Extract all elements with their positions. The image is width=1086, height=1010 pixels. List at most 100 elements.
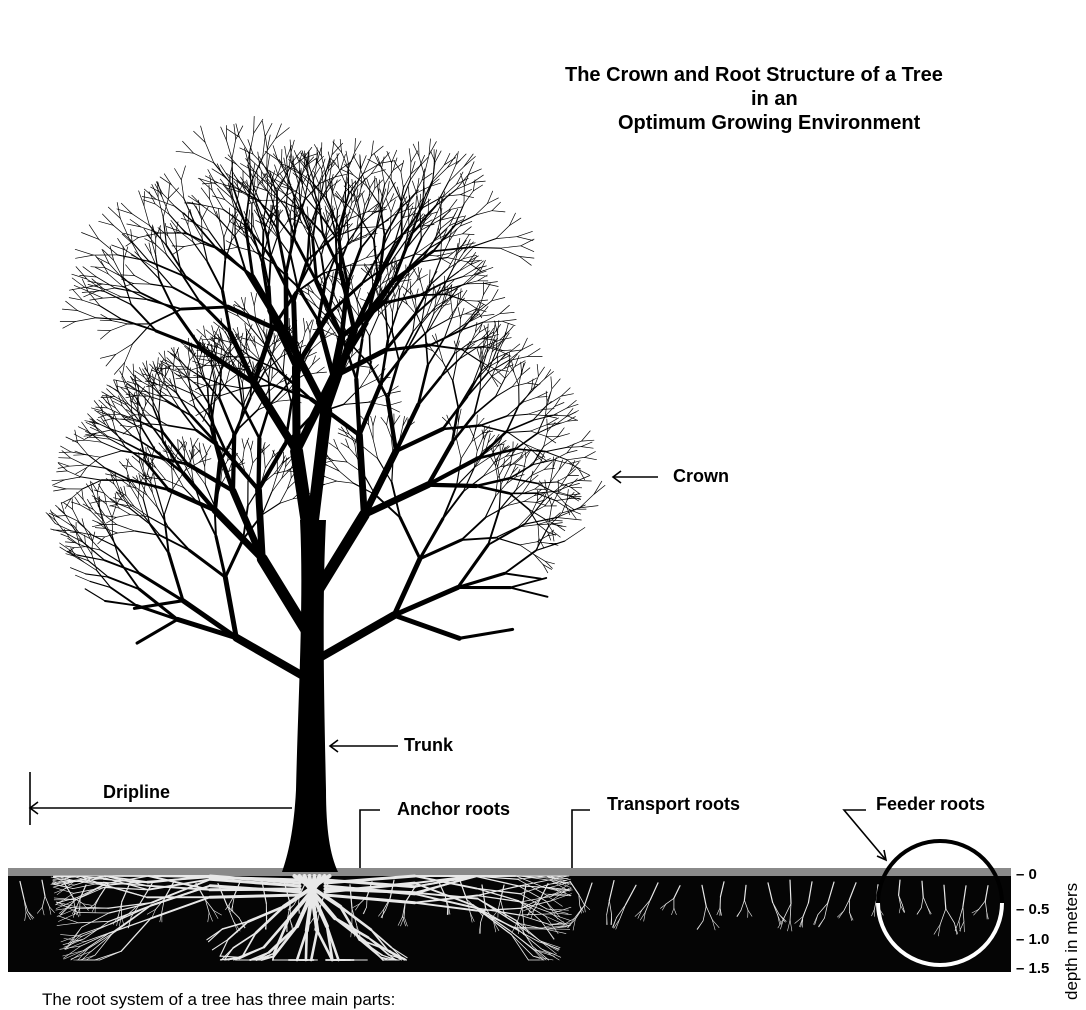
branch [453,381,459,408]
root [367,896,368,907]
branch [224,238,225,261]
branch [250,133,254,154]
branch [463,234,475,235]
branch [134,601,183,609]
branch [92,525,102,527]
branch [223,261,226,291]
branch [505,551,536,574]
branch [206,446,211,454]
branch [176,234,177,251]
branch [512,465,516,473]
branch [314,168,320,178]
branch [515,356,519,367]
branch [66,546,75,548]
branch [141,227,159,233]
branch [220,399,235,435]
branch [200,361,211,369]
branch [221,127,227,140]
branch [212,190,223,209]
branch [500,312,514,313]
branch [582,440,595,441]
branch [62,451,71,459]
branch [419,294,446,295]
branch [500,248,519,256]
branch [100,501,114,502]
branch [152,493,157,508]
branch [317,372,327,373]
branch [508,433,525,445]
branch [524,502,536,503]
branch [580,494,594,508]
branch [458,384,473,408]
branch [272,368,273,379]
branch [456,438,461,459]
branch [480,416,506,425]
branch [110,386,119,392]
branch [114,380,126,383]
branch [508,431,530,432]
branch [85,589,105,601]
branch [428,199,429,213]
branch [469,426,474,436]
branch [83,267,97,277]
branch [80,275,97,277]
branch [553,408,567,415]
branch [156,468,166,480]
branch [126,265,135,276]
branch [307,321,311,333]
branch [201,188,209,199]
branch [517,237,533,241]
branch [500,246,521,248]
branch [274,333,275,343]
branch [90,501,100,503]
branch [178,619,237,637]
branch [394,161,401,171]
branch [502,320,516,322]
branch [96,536,105,537]
branch [516,433,538,449]
branch [234,124,236,139]
branch [164,174,171,185]
branch [487,198,498,204]
branch [347,219,349,241]
branch [301,332,306,350]
branch [359,384,381,435]
branch [118,391,129,405]
branch [410,162,411,180]
branch [72,278,85,287]
branch [54,489,67,491]
branch [221,460,222,471]
branch [370,336,371,365]
branch [505,573,541,578]
branch [578,481,591,482]
branch [74,547,85,548]
branch [544,462,552,470]
branch [350,202,356,219]
branch [510,588,547,597]
branch [91,267,105,268]
branch [259,439,260,490]
branch [151,473,153,481]
branch [356,379,359,435]
branch [168,188,178,199]
branch [381,417,387,424]
branch [371,416,373,425]
branch [205,142,214,163]
branch [547,419,548,431]
branch [356,340,362,380]
depth-axis-label: depth in meters [1062,883,1082,1000]
branch [555,421,568,425]
branch [194,153,214,163]
branch [126,366,134,376]
branch [571,487,582,488]
branch [451,299,453,316]
branch [76,468,87,474]
branch [401,172,404,189]
branch [221,346,222,357]
branch [457,351,466,363]
branch [569,494,580,495]
branch [200,453,204,467]
branch [566,409,573,417]
branch [100,331,110,340]
